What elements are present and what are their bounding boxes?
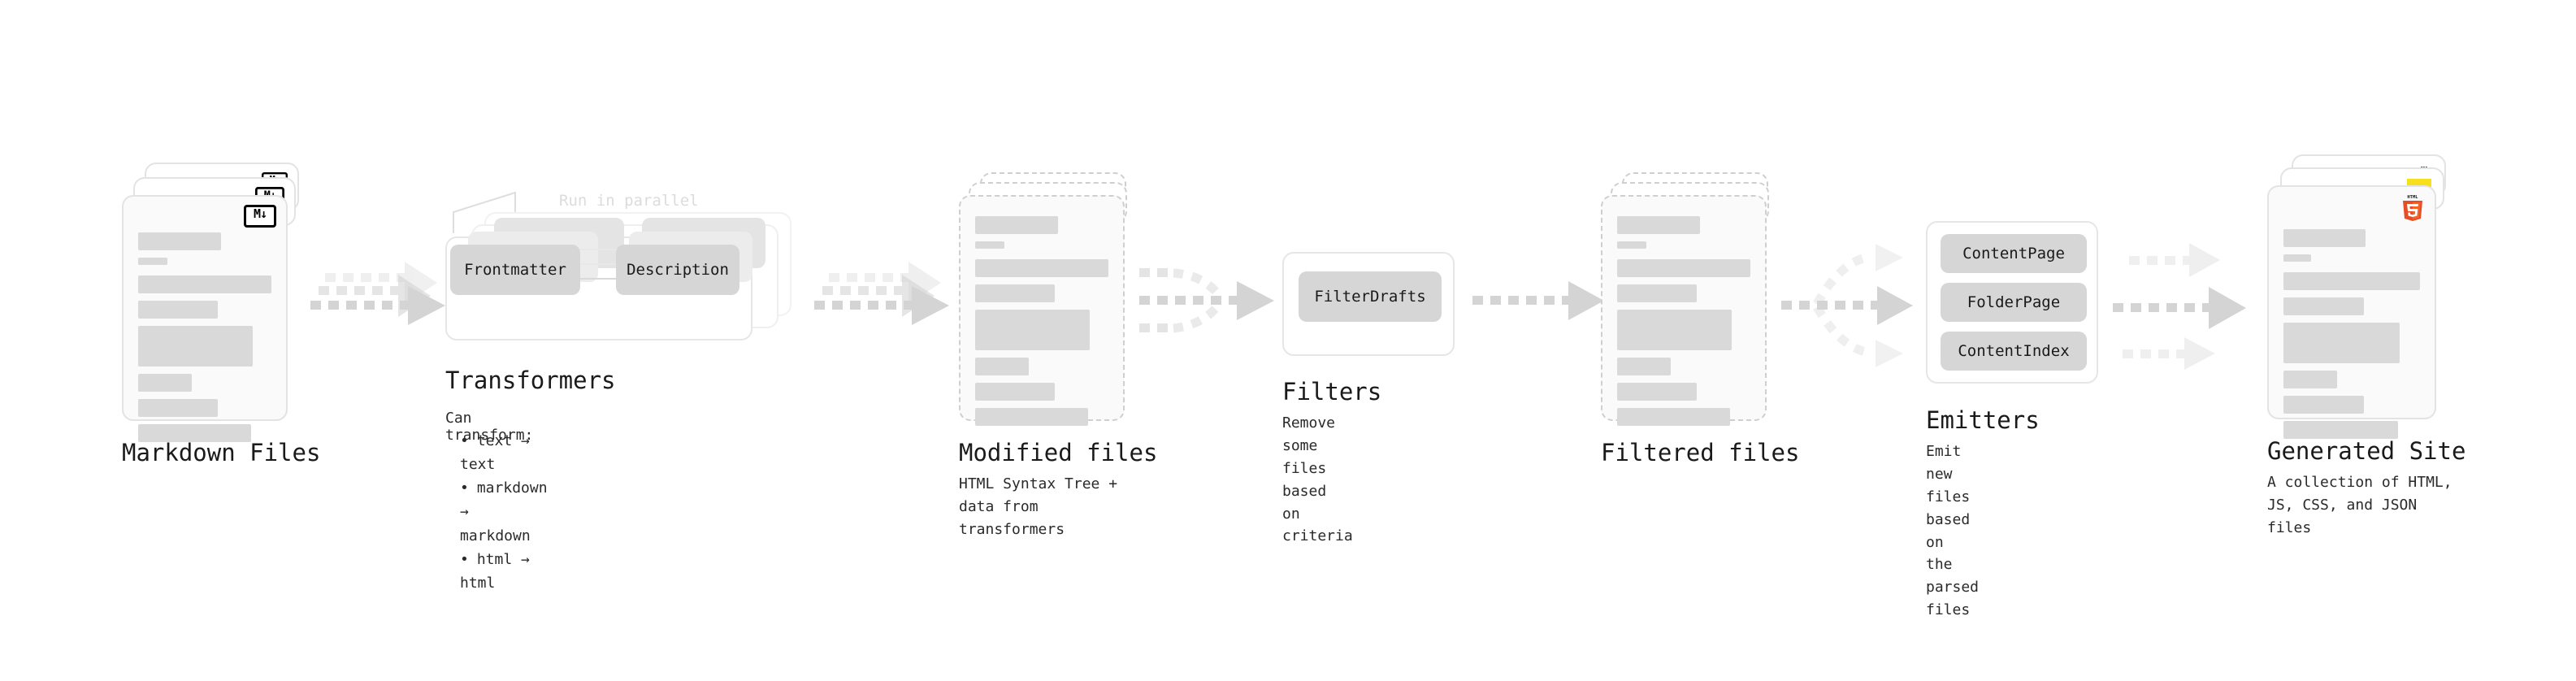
stage-filtered-files: Filtered files — [1601, 163, 1799, 466]
transformer-chip-description[interactable]: Description — [616, 245, 739, 295]
stage-modified-files: Modified files HTML Syntax Tree + data f… — [959, 163, 1157, 538]
content-line — [138, 399, 219, 417]
card-content-lines — [1617, 216, 1750, 433]
content-line — [1617, 358, 1671, 375]
emitter-chip-contentpage[interactable]: ContentPage — [1941, 234, 2087, 273]
emitter-chip-contentindex[interactable]: ContentIndex — [1941, 332, 2087, 371]
stage-markdown-files: M↓ M↓ M↓ Markdown Files — [122, 163, 320, 466]
content-line — [2283, 371, 2337, 388]
content-line — [975, 259, 1108, 277]
stage-title-filtered-files: Filtered files — [1601, 439, 1800, 466]
run-in-parallel-annotation: Run in parallel — [559, 192, 699, 210]
content-line — [975, 216, 1058, 234]
emitters-subtitle: Emit new files based on the parsed files — [1926, 443, 1980, 619]
connector-filters-to-filtered — [1472, 281, 1604, 320]
content-line — [138, 326, 254, 367]
connector-transformers-to-modified — [814, 262, 949, 325]
stage-title-modified-files: Modified files — [959, 439, 1158, 466]
card-content-lines — [2283, 229, 2420, 446]
content-line — [2283, 323, 2400, 363]
filter-chip-filterdrafts[interactable]: FilterDrafts — [1299, 271, 1442, 322]
card-content-lines — [138, 232, 271, 449]
content-line — [975, 358, 1029, 375]
generated-site-subtitle: A collection of HTML, JS, CSS, and JSON … — [2267, 474, 2452, 536]
list-item: markdown → markdown — [460, 476, 548, 547]
filters-box: FilterDrafts — [1282, 252, 1455, 356]
connector-emitters-to-site — [2113, 243, 2246, 370]
markdown-card-front: M↓ — [122, 195, 288, 442]
content-line — [1617, 216, 1700, 234]
content-line — [975, 408, 1089, 426]
content-line — [2283, 254, 2311, 262]
content-line — [1617, 259, 1750, 277]
stage-title-emitters: Emitters — [1926, 406, 2040, 434]
content-line — [2283, 229, 2366, 247]
generated-site-file-stack: CSS HTML — [2267, 154, 2462, 439]
markdown-icon: M↓ — [244, 205, 276, 228]
emitters-box: ContentPage FolderPage ContentIndex — [1926, 221, 2098, 384]
filtered-card-front — [1601, 195, 1767, 426]
content-line — [2283, 272, 2420, 290]
connector-md-to-transformers — [310, 262, 445, 325]
content-line — [1617, 284, 1698, 302]
content-line — [138, 301, 219, 319]
html5-icon-glyph: HTML — [2403, 195, 2422, 221]
content-line — [138, 258, 168, 265]
content-line — [138, 275, 271, 293]
stage-title-generated-site: Generated Site — [2267, 437, 2466, 465]
content-line — [138, 424, 252, 442]
content-line — [1617, 383, 1698, 401]
card-content-lines — [975, 216, 1108, 433]
transformer-box-front: x x x x Frontmatter Description — [445, 218, 765, 340]
content-line — [1617, 310, 1733, 350]
emitter-chip-folderpage[interactable]: FolderPage — [1941, 283, 2087, 322]
html5-icon: HTML — [2400, 193, 2425, 221]
transformer-chip-frontmatter[interactable]: Frontmatter — [450, 245, 580, 295]
content-line — [1617, 241, 1647, 249]
content-line — [975, 284, 1056, 302]
filtered-file-stack — [1601, 163, 1788, 426]
content-line — [975, 383, 1056, 401]
stage-title-filters: Filters — [1282, 378, 1382, 406]
stage-generated-site: CSS HTML — [2267, 154, 2465, 536]
list-item: text → text — [460, 429, 548, 476]
modified-files-subtitle: HTML Syntax Tree + data from transformer… — [959, 475, 1118, 538]
stage-title-markdown-files: Markdown Files — [122, 439, 321, 466]
content-line — [975, 310, 1091, 350]
transformers-bullet-list: text → text markdown → markdown html → h… — [447, 429, 548, 595]
markdown-file-stack: M↓ M↓ M↓ — [122, 163, 309, 442]
content-line — [975, 241, 1005, 249]
modified-card-front — [959, 195, 1125, 426]
connector-filtered-to-emitters — [1781, 244, 1913, 367]
stage-title-transformers: Transformers — [445, 367, 616, 394]
filters-subtitle: Remove some files based on criteria — [1282, 414, 1353, 545]
svg-text:HTML: HTML — [2407, 195, 2418, 200]
modified-file-stack — [959, 163, 1146, 426]
content-line — [2283, 297, 2365, 315]
content-line — [2283, 396, 2365, 414]
list-item: html → html — [460, 548, 548, 595]
content-line — [1617, 408, 1731, 426]
content-line — [2283, 421, 2399, 439]
content-line — [138, 232, 221, 250]
parallel-bracket — [453, 191, 516, 233]
content-line — [138, 374, 192, 392]
site-card-front-html: HTML — [2267, 185, 2436, 439]
connector-modified-to-filters — [1139, 268, 1274, 333]
